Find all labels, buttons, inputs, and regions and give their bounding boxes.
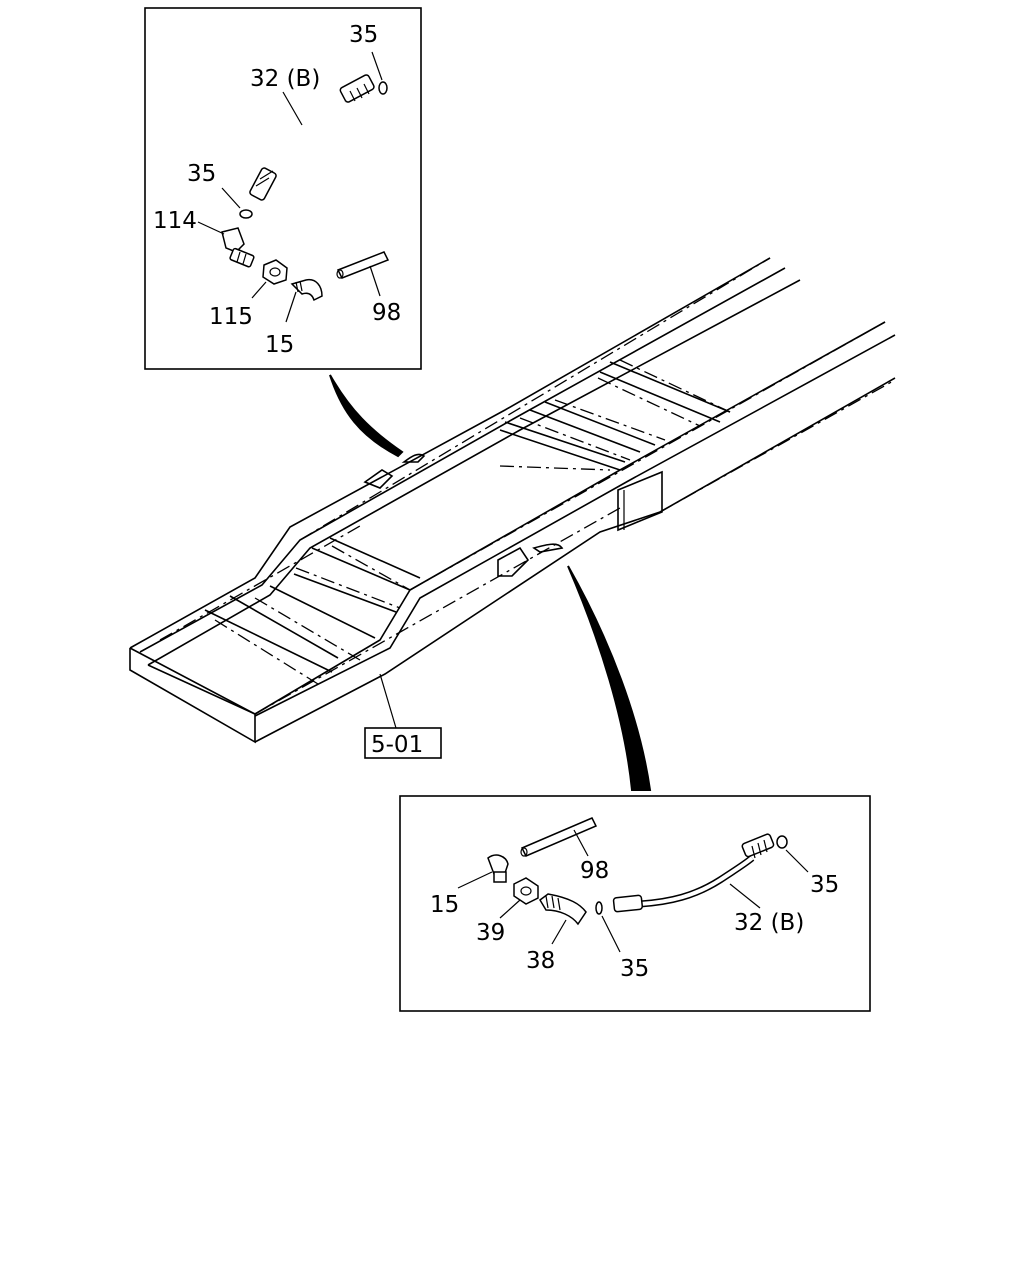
washer-35-top xyxy=(378,81,388,95)
callout-115: 115 xyxy=(209,304,253,330)
callout-15-upper: 15 xyxy=(265,332,294,358)
pointer-lower xyxy=(567,565,652,791)
callout-35-mid-upper: 35 xyxy=(187,161,216,187)
callout-39: 39 xyxy=(476,920,505,946)
lower-detail-panel: 98 15 39 38 35 32 (B) 35 xyxy=(399,795,871,1012)
elbow-38 xyxy=(539,893,587,926)
washer-35-lower-mid xyxy=(595,901,603,915)
nut-115 xyxy=(262,259,288,285)
hose-32b-lower xyxy=(612,833,775,913)
chassis-frame xyxy=(129,257,896,744)
pointer-upper xyxy=(329,374,404,458)
callout-35-top: 35 xyxy=(349,22,378,48)
callout-35-lower-right: 35 xyxy=(810,872,839,898)
callout-98-upper: 98 xyxy=(372,300,401,326)
elbow-15-upper xyxy=(290,278,323,302)
frame-reference-box: 5-01 xyxy=(364,727,442,759)
washer-35-mid xyxy=(239,209,253,219)
callout-32b-lower: 32 (B) xyxy=(734,910,804,936)
callout-35-lower-mid: 35 xyxy=(620,956,649,982)
upper-detail-panel: 35 32 (B) 35 114 115 15 98 xyxy=(144,7,422,370)
nut-39 xyxy=(513,877,539,905)
callout-98-lower: 98 xyxy=(580,858,609,884)
pipe-98-lower xyxy=(520,817,598,857)
hose-32b-upper xyxy=(249,74,375,201)
frame-reference-label: 5-01 xyxy=(371,732,423,758)
washer-35-lower-right xyxy=(776,835,788,849)
elbow-15-lower xyxy=(487,854,509,883)
callout-38: 38 xyxy=(526,948,555,974)
pipe-98-upper xyxy=(336,251,390,279)
callout-15-lower: 15 xyxy=(430,892,459,918)
elbow-114 xyxy=(221,227,255,268)
callout-114: 114 xyxy=(153,208,197,234)
callout-32b-upper: 32 (B) xyxy=(250,66,320,92)
